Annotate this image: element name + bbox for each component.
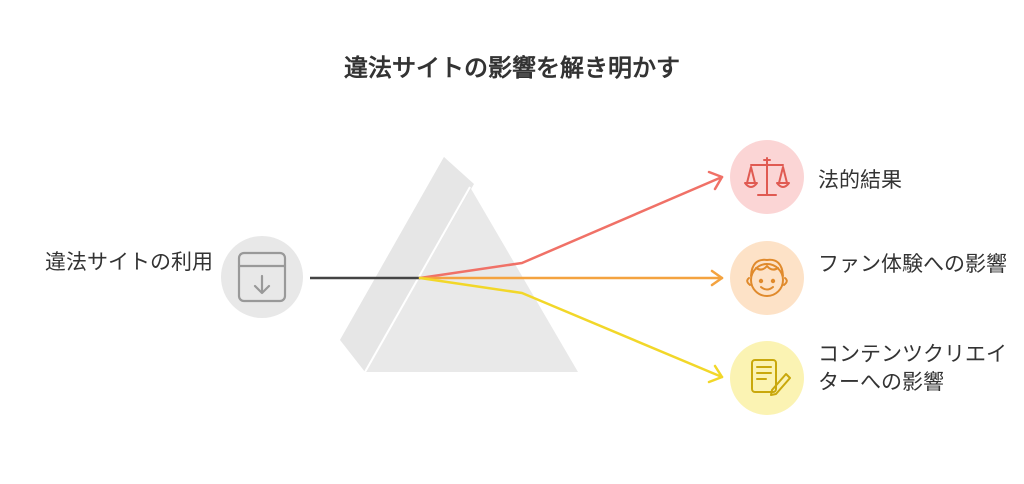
download-icon [237,251,287,303]
output-label-legal: 法的結果 [818,168,902,192]
output-node-legal [730,140,804,214]
beam-creator [418,276,724,384]
scales-icon [744,157,790,196]
output-label-fan: ファン体験への影響 [818,252,1007,276]
output-node-fan [730,241,804,315]
input-node [221,236,303,318]
output-label-creator: コンテンツクリエイターへの影響 [818,342,1007,394]
diagram-title: 違法サイトの影響を解き明かす [344,54,680,82]
output-node-creator [730,341,804,415]
face-icon [746,258,788,297]
beam-fan [418,269,724,287]
input-label: 違法サイトの利用 [45,250,213,274]
document-pen-icon [751,359,791,396]
beam-legal [418,170,724,280]
prism [340,157,578,373]
